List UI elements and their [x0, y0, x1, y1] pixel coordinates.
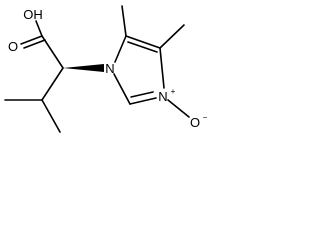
structure-canvas: OH O N N + O −: [0, 0, 213, 150]
charge-oxide-minus: −: [203, 113, 208, 122]
bond-cbeta-ch3-down: [41, 99, 61, 133]
bond-c-oh: [35, 20, 43, 37]
molecule-structure: OH O N N + O −: [4, 5, 208, 133]
bond-c4-methyl: [159, 24, 185, 49]
bond-c-o-double-b: [23, 39, 46, 49]
bond-n3-oxide: [167, 99, 190, 118]
bond-n3-c2-a: [129, 97, 157, 105]
bond-calpha-cbeta: [41, 67, 64, 101]
atom-label-ring-n1: N: [105, 61, 114, 76]
bond-c5-methyl: [121, 5, 127, 37]
charge-n3-plus: +: [171, 87, 176, 96]
bond-c4-n3: [159, 47, 165, 89]
bond-wedge-calpha-n1: [63, 64, 104, 72]
bond-c5-c4-a: [125, 35, 161, 49]
bond-c5-c4-b: [127, 41, 158, 53]
bond-c-o-double-a: [20, 35, 43, 45]
atom-label-oxide-oxygen: O: [190, 115, 200, 130]
atom-label-hydroxyl: OH: [23, 7, 43, 22]
atom-label-carbonyl-oxygen: O: [8, 39, 18, 54]
bond-n3-c2-b: [130, 91, 154, 98]
bond-c-calpha: [41, 35, 64, 69]
atom-label-ring-n3: N: [158, 89, 167, 104]
bond-n1-c5: [114, 35, 127, 63]
bond-c2-n1: [113, 73, 131, 105]
